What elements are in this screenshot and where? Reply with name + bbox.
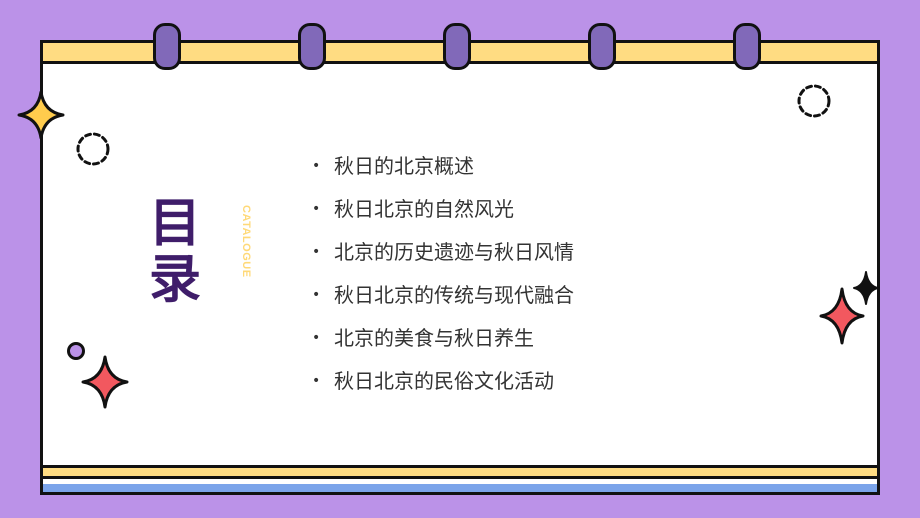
list-item[interactable]: • 北京的美食与秋日养生 — [310, 324, 574, 367]
binder-ring-icon — [153, 23, 181, 70]
bottom-bar-blue — [43, 484, 877, 492]
sparkle-red-icon — [81, 355, 129, 409]
bullet-icon: • — [312, 330, 321, 346]
list-item[interactable]: • 北京的历史遗迹与秋日风情 — [310, 238, 574, 281]
list-item-label: 秋日北京的传统与现代融合 — [334, 283, 574, 307]
list-item-label: 北京的美食与秋日养生 — [334, 326, 534, 350]
notebook-card — [40, 40, 880, 495]
list-item[interactable]: • 秋日的北京概述 — [310, 152, 574, 195]
page-subtitle: CATALOGUE — [240, 205, 252, 278]
page-title: 目录 — [148, 194, 201, 310]
sparkle-yellow-icon — [17, 90, 65, 140]
list-item[interactable]: • 秋日北京的民俗文化活动 — [310, 367, 574, 410]
dashed-circle-icon — [797, 84, 831, 118]
bullet-icon: • — [312, 158, 321, 174]
sparkle-black-icon — [853, 271, 879, 305]
binder-ring-icon — [733, 23, 761, 70]
list-item-label: 秋日北京的民俗文化活动 — [334, 369, 554, 393]
sparkle-red-icon — [819, 287, 865, 345]
bullet-icon: • — [312, 287, 321, 303]
purple-dot-icon — [67, 342, 85, 360]
bullet-icon: • — [312, 201, 321, 217]
bullet-icon: • — [312, 244, 321, 260]
binder-ring-icon — [298, 23, 326, 70]
list-item-label: 秋日北京的自然风光 — [334, 197, 514, 221]
binder-ring-icon — [443, 23, 471, 70]
list-item[interactable]: • 秋日北京的传统与现代融合 — [310, 281, 574, 324]
table-of-contents: • 秋日的北京概述 • 秋日北京的自然风光 • 北京的历史遗迹与秋日风情 • 秋日北京的… — [310, 152, 574, 410]
list-item-label: 秋日的北京概述 — [334, 154, 474, 178]
list-item[interactable]: • 秋日北京的自然风光 — [310, 195, 574, 238]
bottom-bar-yellow — [43, 465, 877, 479]
list-item-label: 北京的历史遗迹与秋日风情 — [334, 240, 574, 264]
dashed-circle-icon — [76, 132, 110, 166]
binder-ring-icon — [588, 23, 616, 70]
bullet-icon: • — [312, 373, 321, 389]
